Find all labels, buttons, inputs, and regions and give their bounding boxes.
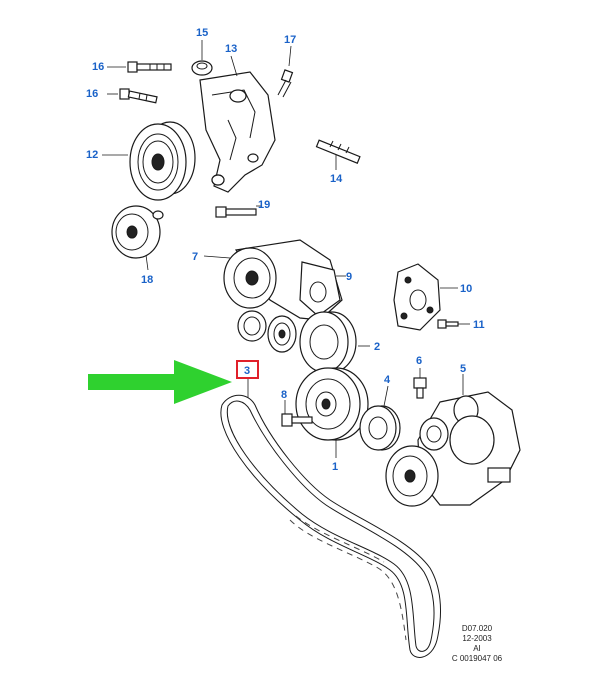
bolt-8 [281,413,313,427]
callout-7: 7 [192,251,198,263]
footer-document: C 0019047 06 [451,654,503,663]
tensioner-bracket [199,71,276,193]
small-idler-pulleys [237,310,297,353]
callout-15: 15 [196,27,208,39]
bolt-19 [215,206,257,218]
drive-belt [220,394,442,658]
callout-16-lower: 16 [86,88,98,100]
callout-13: 13 [225,43,237,55]
callout-4: 4 [384,374,391,386]
crank-pulley-1 [295,367,369,441]
stud-14 [315,139,361,164]
footer-date: 12-2003 [462,634,492,643]
callout-1: 1 [332,461,338,473]
callout-18: 18 [141,274,153,286]
bolt-17 [277,69,294,98]
callout-12: 12 [86,149,98,161]
tensioner-assembly-7 [223,239,343,321]
pulley-12 [129,121,225,201]
callout-11: 11 [473,319,485,331]
callout-14: 14 [330,173,343,185]
callout-9: 9 [346,271,352,283]
bushing [191,60,213,76]
compressor-assembly-5 [385,391,521,507]
bracket-10 [393,263,441,331]
idler-pulley-18 [111,205,164,259]
callout-10: 10 [460,283,472,295]
callout-19: 19 [258,199,270,211]
highlight-box [236,360,259,379]
bolt-11 [437,319,459,329]
callout-2: 2 [374,341,380,353]
footer-reference: D07.020 [461,624,493,633]
callout-5: 5 [460,363,466,375]
leader-lines [102,40,470,458]
callout-6: 6 [416,355,422,367]
bolt-16-upper [127,61,172,73]
bolt-16-lower [119,88,158,104]
bolt-6 [413,377,427,399]
green-arrow [88,360,232,404]
callout-labels: 15 13 17 16 16 12 14 19 18 7 9 10 11 2 6… [86,27,485,473]
callout-8: 8 [281,389,287,401]
pulley-4 [359,405,401,451]
callout-16-upper: 16 [92,61,104,73]
callout-17: 17 [284,34,296,46]
footer-code: AI [473,644,481,653]
callout-3: 3 [244,365,250,377]
pulley-2 [299,311,357,373]
